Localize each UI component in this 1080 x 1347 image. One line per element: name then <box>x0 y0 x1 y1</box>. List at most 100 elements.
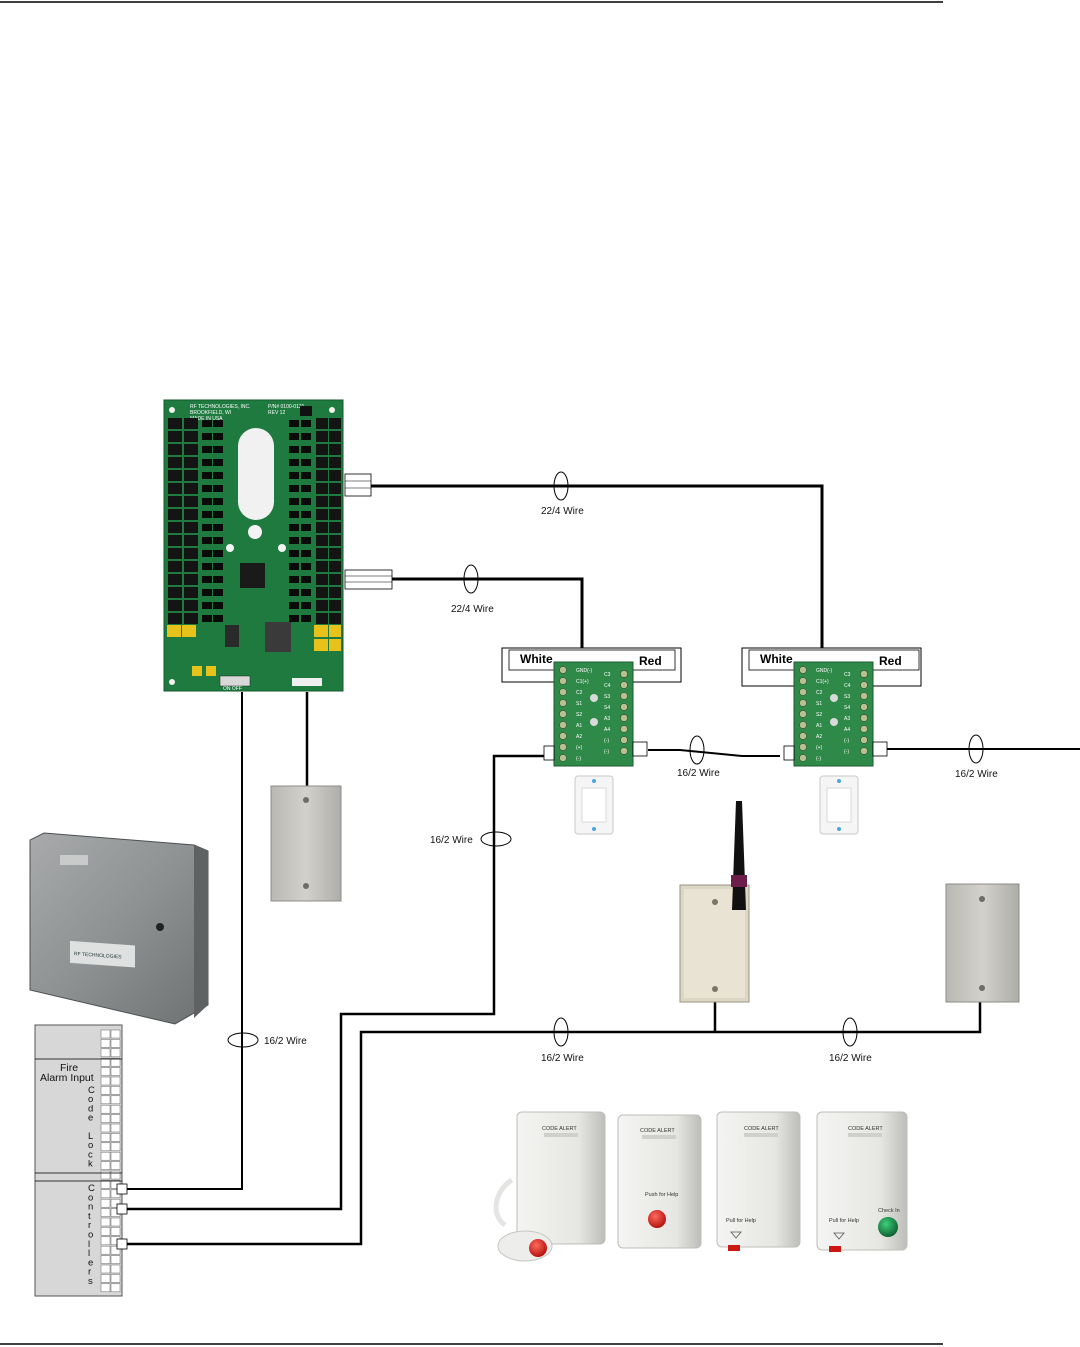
module-2-pin-right: A4 <box>844 727 850 733</box>
pin-header <box>289 511 299 518</box>
pcb-center-label-pad <box>238 428 274 520</box>
relay <box>316 561 328 572</box>
panel-cell <box>100 1255 111 1264</box>
panel-cell <box>110 1076 121 1086</box>
pin-header <box>213 420 223 427</box>
pin-header <box>301 485 311 492</box>
pin-header <box>213 550 223 557</box>
relay <box>329 613 341 624</box>
controllers-letter: o <box>88 1230 93 1241</box>
panel-cell <box>100 1067 111 1076</box>
relay <box>168 548 182 559</box>
wire-controller-2 <box>127 754 544 1211</box>
relay <box>329 587 341 598</box>
screw-terminal <box>860 747 868 755</box>
module-2-pin-right: C3 <box>844 672 851 678</box>
relay <box>329 496 341 507</box>
panel-cell <box>100 1264 111 1274</box>
svg-text:16/2 Wire: 16/2 Wire <box>677 768 720 779</box>
pin-header <box>213 485 223 492</box>
panel-cell <box>100 1236 111 1246</box>
metal-enclosure: RF TECHNOLOGIES <box>29 832 209 1025</box>
panel-cell <box>100 1133 111 1142</box>
relay <box>184 613 198 624</box>
panel-cell <box>110 1039 121 1048</box>
wall-plate-power <box>270 785 342 902</box>
svg-text:16/2 Wire: 16/2 Wire <box>430 835 473 846</box>
screw-terminal <box>799 721 807 729</box>
screw-terminal <box>620 670 628 678</box>
panel-cell <box>100 1104 111 1114</box>
relay <box>168 535 182 546</box>
wire-controller-3 <box>127 1002 982 1246</box>
panel-cell <box>110 1086 121 1095</box>
relay <box>316 509 328 520</box>
pin-header <box>289 589 299 596</box>
antenna-icon <box>732 801 746 910</box>
relay <box>316 587 328 598</box>
screw-terminal <box>620 736 628 744</box>
module-2-pin-left: S2 <box>816 712 822 718</box>
pin-header <box>202 602 212 609</box>
pin-header <box>289 420 299 427</box>
panel-cell <box>100 1189 111 1199</box>
module-1-white-label: White <box>520 652 553 666</box>
panel-cell <box>110 1170 121 1180</box>
panel-cell <box>110 1114 121 1123</box>
pin-header <box>213 472 223 479</box>
screw-terminal <box>799 699 807 707</box>
screw-terminal <box>620 703 628 711</box>
screw-terminal <box>620 714 628 722</box>
pcb-microcontroller <box>240 563 265 588</box>
svg-text:MADE IN USA: MADE IN USA <box>190 416 223 422</box>
relay <box>168 418 182 429</box>
module-2-pin-left: (-) <box>816 756 821 762</box>
code-lock-letter: C <box>88 1085 95 1096</box>
relay <box>329 548 341 559</box>
relay <box>168 457 182 468</box>
screw-terminal <box>559 721 567 729</box>
pin-header <box>301 602 311 609</box>
module-1-pin-right: S3 <box>604 694 610 700</box>
code-lock-letter: e <box>88 1113 93 1124</box>
svg-text:P/N# 0100-0121: P/N# 0100-0121 <box>268 404 305 410</box>
controllers-letter: r <box>88 1267 91 1278</box>
pin-header <box>301 550 311 557</box>
relay <box>329 431 341 442</box>
relay <box>329 600 341 611</box>
wire-22-4-top <box>370 484 824 648</box>
pin-header <box>289 485 299 492</box>
pin-header <box>213 576 223 583</box>
panel-cell <box>100 1086 111 1095</box>
relay <box>168 587 182 598</box>
module-2-red-label: Red <box>879 654 902 668</box>
wire-label-16-2-exit: 16/2 Wire <box>955 734 998 780</box>
svg-text:CODE ALERT: CODE ALERT <box>542 1126 577 1132</box>
panel-cell <box>110 1283 121 1293</box>
call-device-push: CODE ALERT Push for Help <box>617 1114 702 1249</box>
relay <box>316 470 328 481</box>
relay <box>329 509 341 520</box>
relay <box>168 431 182 442</box>
pin-header <box>213 524 223 531</box>
panel-cell <box>100 1151 111 1161</box>
controllers-letter: e <box>88 1257 93 1268</box>
call-device-pull: CODE ALERT Pull for Help <box>716 1111 801 1251</box>
screw-terminal <box>620 692 628 700</box>
panel-cell <box>100 1161 111 1170</box>
panel-cell <box>110 1227 121 1236</box>
pin-header <box>202 498 212 505</box>
wire-label-16-2-power: 16/2 Wire <box>227 1032 307 1048</box>
panel-cell <box>110 1217 121 1227</box>
screw-terminal <box>799 743 807 751</box>
module-1-red-label: Red <box>639 654 662 668</box>
relay <box>184 470 198 481</box>
screw-terminal <box>559 688 567 696</box>
relay <box>316 496 328 507</box>
pin-header <box>301 420 311 427</box>
relay <box>184 496 198 507</box>
relay <box>329 418 341 429</box>
pin-header <box>301 576 311 583</box>
screw-terminal <box>559 710 567 718</box>
